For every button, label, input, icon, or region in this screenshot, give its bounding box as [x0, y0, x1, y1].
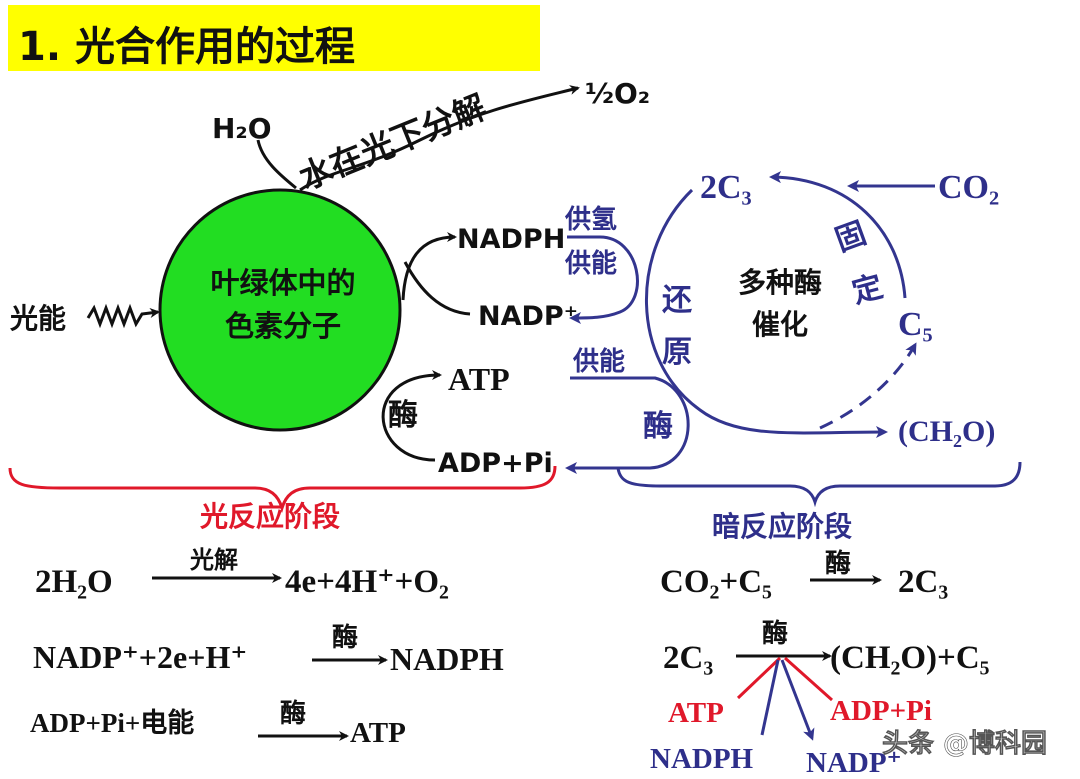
pigment-line2: 色素分子 — [225, 309, 341, 343]
nadph-label: NADPH — [457, 224, 565, 255]
dark-adp-label: ADP+Pi — [830, 695, 932, 727]
eq2-left: NADP⁺+2e+H⁺ — [33, 639, 247, 675]
light-wave-arrow — [86, 303, 160, 329]
atp-label: ATP — [448, 361, 510, 397]
water-split-label: 水在光下分解 — [293, 87, 491, 197]
atp-arrow — [381, 370, 442, 462]
nadp-output-arrow — [780, 659, 815, 741]
eq3-right: ATP — [350, 717, 406, 749]
page-title: 1. 光合作用的过程 — [18, 24, 355, 70]
nadph-input-line — [760, 659, 780, 736]
eq4-right: 2C₃ — [898, 564, 948, 600]
reduce-char1: 还 — [662, 283, 693, 318]
c5-label: C₅ — [898, 306, 933, 343]
eq3-condition: 酶 — [280, 699, 306, 729]
title-highlight — [8, 5, 540, 71]
light-stage-brace — [8, 465, 557, 514]
eq5-right: (CH₂O)+C₅ — [830, 640, 990, 676]
nadph-arrow — [401, 232, 457, 301]
eq4-condition: 酶 — [825, 549, 851, 579]
reduction-arc — [644, 188, 888, 439]
supply-h-label: 供氢 — [564, 204, 617, 235]
eq4-left: CO₂+C₅ — [660, 564, 772, 600]
dark-nadph-label: NADPH — [650, 743, 754, 775]
ch2o-label: (CH₂O) — [898, 415, 995, 448]
h2o-line — [256, 139, 297, 190]
eq1-condition: 光解 — [189, 546, 238, 574]
eq1-right: 4e+4H⁺+O₂ — [285, 564, 449, 600]
eq5-condition: 酶 — [762, 619, 788, 649]
pigment-circle — [158, 188, 402, 432]
atp-return-arrow — [565, 376, 690, 474]
eq3-left: ADP+Pi+电能 — [30, 707, 194, 738]
watermark: 头条 @博科园 — [882, 729, 1047, 759]
o2-arrow — [299, 85, 580, 192]
fixation-arc — [769, 171, 907, 299]
fix-char1: 固 — [831, 216, 871, 259]
h2o-label: H₂O — [212, 112, 272, 145]
dark-nadp-label: NADP⁺ — [806, 747, 902, 779]
pigment-line1: 叶绿体中的 — [210, 266, 355, 300]
nadp-line — [403, 261, 471, 316]
center-line1: 多种酶 — [738, 266, 822, 299]
dark-stage-label: 暗反应阶段 — [712, 510, 852, 543]
eq2-right: NADPH — [390, 641, 504, 677]
nadp-label: NADP⁺ — [478, 301, 578, 332]
co2-label: CO₂ — [938, 169, 999, 206]
atp-input-line — [736, 656, 782, 700]
eq1-left: 2H₂O — [35, 564, 113, 600]
supply-energy-label-2: 供能 — [572, 346, 625, 377]
light-energy-label: 光能 — [9, 302, 66, 335]
center-line2: 催化 — [752, 308, 808, 341]
enzyme-label-dark: 酶 — [643, 409, 673, 444]
eq5-left: 2C₃ — [663, 640, 713, 676]
adp-output-line — [784, 656, 833, 702]
dark-atp-label: ATP — [668, 697, 724, 729]
nadph-return-arrow — [567, 235, 639, 324]
enzyme-label-light: 酶 — [388, 398, 418, 433]
reduce-char2: 原 — [662, 335, 692, 370]
supply-energy-label-1: 供能 — [564, 248, 617, 279]
c3-label: 2C₃ — [700, 169, 752, 206]
light-stage-label: 光反应阶段 — [199, 500, 340, 533]
eq2-condition: 酶 — [332, 623, 358, 653]
o2-label: ½O₂ — [585, 77, 650, 110]
fix-char2: 定 — [849, 269, 887, 311]
adp-label: ADP+Pi — [438, 448, 553, 479]
dark-stage-brace — [616, 461, 1022, 508]
